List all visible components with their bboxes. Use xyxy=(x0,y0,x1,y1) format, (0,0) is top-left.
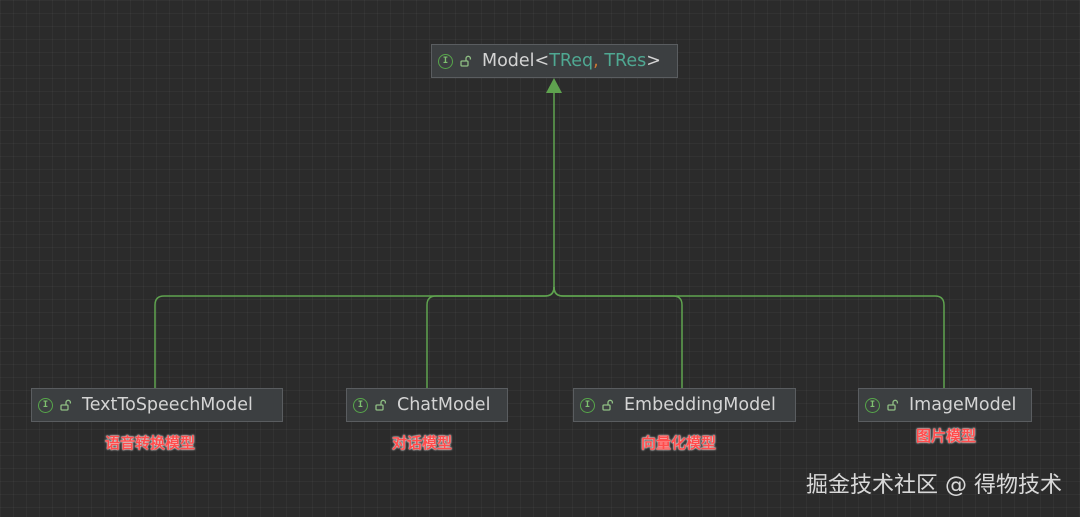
child-name: EmbeddingModel xyxy=(624,395,776,415)
inheritance-edges xyxy=(154,92,945,388)
edge-embedding xyxy=(553,286,683,388)
child-name: ImageModel xyxy=(909,395,1017,415)
interface-badge-icon: I xyxy=(580,397,595,413)
child-node-chat[interactable]: I ChatModel xyxy=(346,388,508,422)
type-param-separator: , xyxy=(593,51,599,71)
edge-texttospeech xyxy=(154,92,555,388)
watermark: 掘金技术社区 @ 得物技术 xyxy=(806,473,1062,498)
caption-embedding: 向量化模型 xyxy=(641,434,717,452)
interface-badge-icon: I xyxy=(38,397,53,413)
interface-badge-icon: I xyxy=(438,53,453,69)
generic-close: > xyxy=(646,51,661,71)
unlocked-icon xyxy=(602,399,614,411)
caption-image: 图片模型 xyxy=(916,427,977,445)
child-node-image[interactable]: I ImageModel xyxy=(858,388,1032,422)
caption-chat: 对话模型 xyxy=(392,434,453,452)
interface-badge-icon: I xyxy=(353,397,368,413)
parent-name: Model xyxy=(482,51,535,71)
child-node-embedding[interactable]: I EmbeddingModel xyxy=(573,388,796,422)
inheritance-arrowhead xyxy=(546,78,562,93)
child-node-texttospeech[interactable]: I TextToSpeechModel xyxy=(31,388,283,422)
unlocked-icon xyxy=(887,399,899,411)
interface-badge-icon: I xyxy=(865,397,880,413)
caption-texttospeech: 语音转换模型 xyxy=(105,434,196,452)
child-name: ChatModel xyxy=(397,395,491,415)
parent-interface-model[interactable]: I Model<TReq, TRes> xyxy=(431,44,678,78)
edge-chat xyxy=(426,286,555,388)
child-name: TextToSpeechModel xyxy=(82,395,253,415)
edge-image xyxy=(553,286,945,388)
type-param-treq: TReq xyxy=(549,51,594,71)
unlocked-icon xyxy=(375,399,387,411)
unlocked-icon xyxy=(460,55,472,67)
unlocked-icon xyxy=(60,399,72,411)
generic-open: < xyxy=(534,51,550,71)
type-param-tres: TRes xyxy=(604,51,647,71)
